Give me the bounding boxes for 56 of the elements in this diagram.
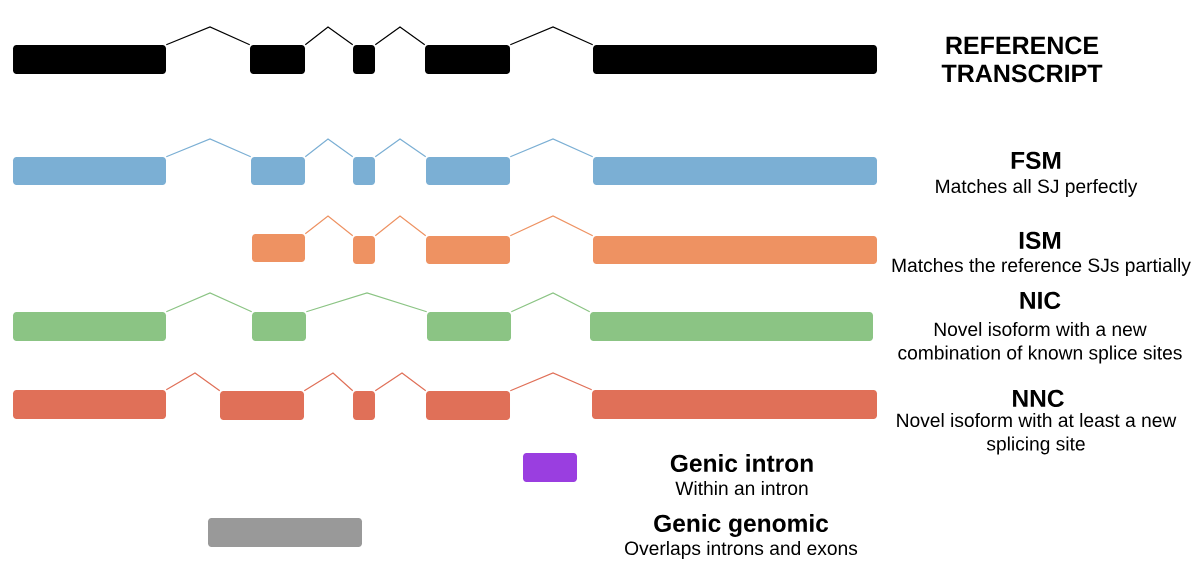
category-description: Within an intron	[675, 481, 808, 496]
intron-line	[509, 215, 594, 237]
exon-block	[593, 236, 877, 264]
intron-line	[165, 372, 221, 392]
category-description: Novel isoform with at least a new splicing site	[897, 413, 1177, 455]
category-title: ISM	[1019, 231, 1061, 249]
exon-block	[251, 157, 305, 185]
intron-line	[374, 26, 426, 46]
exon-block	[13, 312, 166, 341]
exon-block	[353, 157, 375, 185]
exon-block	[425, 45, 510, 74]
intron-line	[304, 138, 354, 158]
category-title: REFERENCE TRANSCRIPT	[941, 36, 1103, 83]
intron-line	[304, 215, 354, 237]
exon-block	[590, 312, 873, 341]
exon-block	[426, 157, 510, 185]
category-description: Overlaps introns and exons	[625, 541, 858, 559]
intron-line	[510, 292, 591, 313]
exon-block	[353, 391, 375, 420]
exon-block	[593, 45, 877, 74]
intron-line	[303, 372, 354, 392]
intron-line	[374, 138, 427, 158]
exon-block	[353, 236, 375, 264]
exon-block	[208, 518, 362, 547]
category-description: Novel isoform with a new combination of known splice sites	[898, 322, 1182, 364]
exon-block	[426, 236, 510, 264]
intron-line	[304, 26, 354, 46]
intron-line	[509, 26, 594, 46]
exon-block	[353, 45, 375, 74]
exon-block	[252, 312, 306, 341]
intron-line	[374, 215, 427, 237]
intron-line	[165, 292, 253, 313]
exon-block	[13, 45, 166, 74]
exon-block	[523, 453, 577, 482]
intron-line	[305, 292, 428, 313]
exon-block	[593, 157, 877, 185]
exon-block	[427, 312, 511, 341]
category-title: Genic genomic	[654, 514, 829, 537]
exon-block	[252, 234, 305, 262]
intron-line	[374, 372, 427, 392]
intron-line	[165, 138, 252, 158]
exon-block	[13, 157, 166, 185]
intron-line	[165, 26, 251, 46]
category-title: NNC	[1013, 389, 1064, 407]
exon-block	[13, 390, 166, 419]
category-description: Matches the reference SJs partially	[892, 258, 1191, 276]
category-title: FSM	[1011, 151, 1061, 170]
exon-block	[426, 391, 510, 420]
category-title: Genic intron	[670, 454, 813, 472]
exon-block	[250, 45, 305, 74]
category-description: Matches all SJ perfectly	[936, 179, 1138, 197]
category-title: NIC	[1020, 291, 1061, 309]
exon-block	[220, 391, 304, 420]
exon-block	[592, 390, 877, 419]
intron-line	[509, 138, 594, 158]
intron-line	[509, 372, 593, 392]
